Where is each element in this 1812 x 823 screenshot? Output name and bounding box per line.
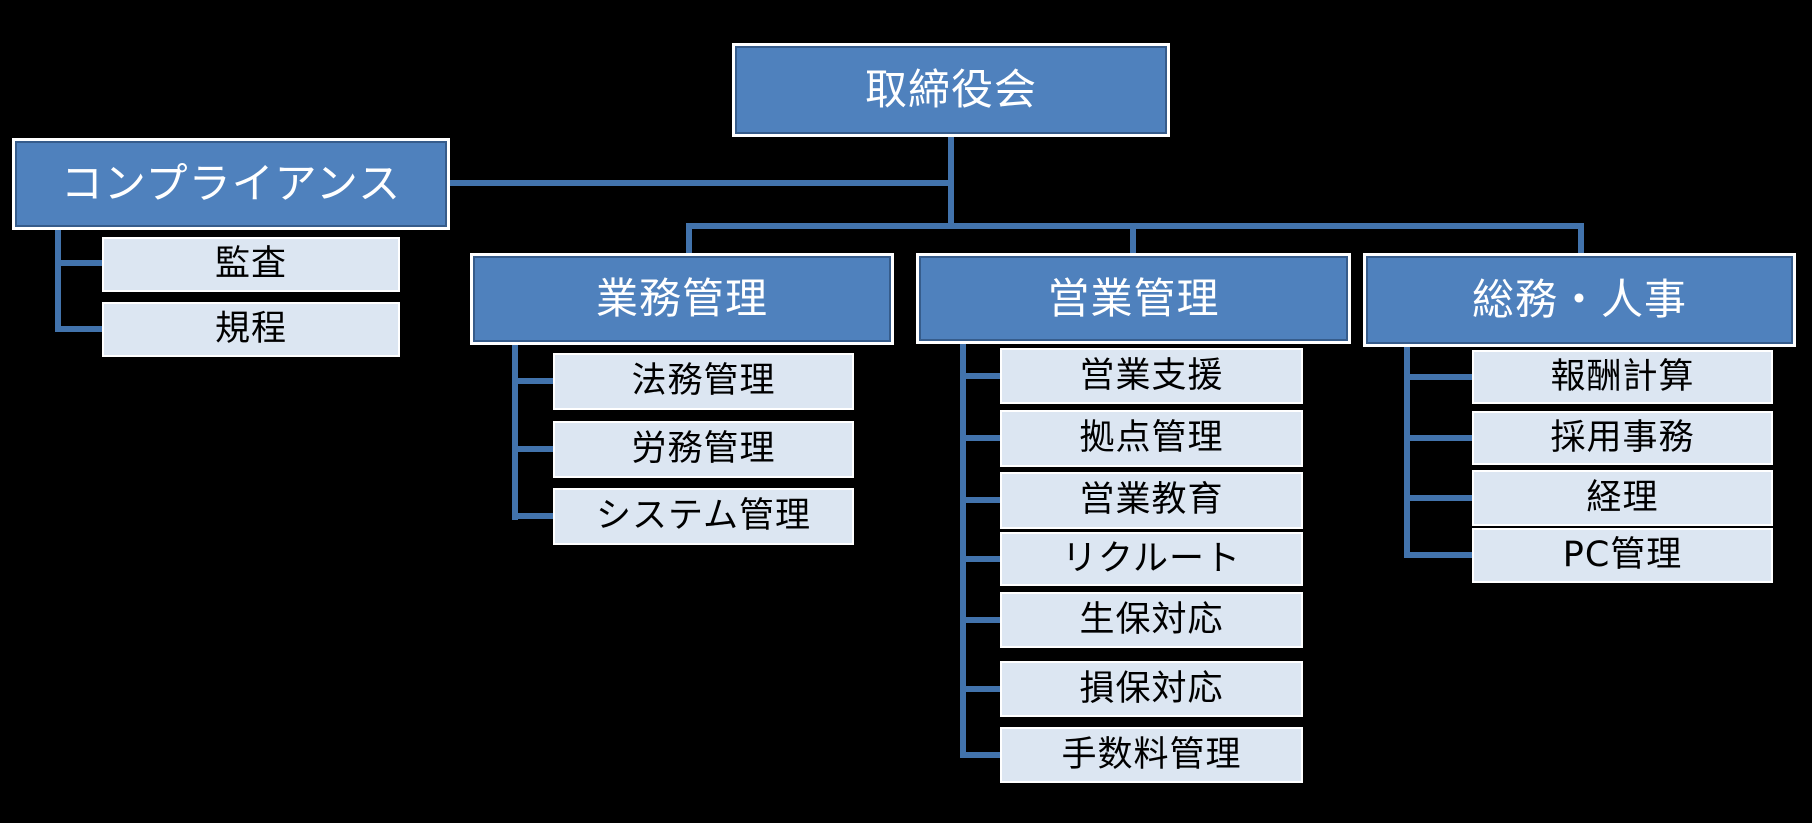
connector-stub-regulations	[55, 326, 102, 332]
node-label: 業務管理	[595, 274, 768, 323]
node-label: 損保対応	[1079, 668, 1224, 709]
node-commission-management: 手数料管理	[1000, 727, 1303, 783]
node-label: 労務管理	[631, 429, 776, 469]
node-audit: 監査	[102, 237, 400, 292]
connector-stub-compensation	[1404, 374, 1472, 380]
connector-compliance-rail	[55, 230, 61, 332]
connector-stub-system-management	[512, 513, 553, 519]
node-sales-support: 営業支援	[1000, 348, 1303, 404]
node-label: 生保対応	[1079, 599, 1224, 640]
connector-stub-life-insurance	[960, 617, 1000, 623]
node-label: 営業支援	[1079, 355, 1224, 396]
connector-stub-labor-management	[512, 446, 553, 452]
node-board-of-directors: 取締役会	[732, 43, 1170, 137]
node-compensation-calculation: 報酬計算	[1472, 350, 1773, 404]
connector-stub-branch-management	[960, 435, 1000, 441]
node-label: 取締役会	[864, 65, 1037, 114]
node-regulations: 規程	[102, 302, 400, 357]
connector-sales-rail	[960, 344, 966, 758]
node-life-insurance-support: 生保対応	[1000, 592, 1303, 648]
node-label: コンプライアンス	[60, 159, 402, 208]
node-label: 規程	[214, 309, 287, 349]
connector-drop-sales-management	[1130, 223, 1136, 255]
node-general-affairs-hr: 総務・人事	[1363, 253, 1796, 347]
node-label: 営業管理	[1047, 273, 1220, 323]
connector-stub-sales-support	[960, 373, 1000, 379]
node-business-management: 業務管理	[470, 253, 894, 345]
connector-stub-legal-management	[512, 378, 553, 384]
node-recruit: リクルート	[1000, 532, 1303, 586]
connector-root-drop	[948, 136, 954, 228]
node-legal-management: 法務管理	[553, 353, 854, 410]
connector-general-affairs-rail	[1404, 347, 1410, 558]
node-recruitment-admin: 採用事務	[1472, 411, 1773, 465]
node-label: PC管理	[1562, 535, 1683, 575]
connector-stub-sales-training	[960, 497, 1000, 503]
connector-stub-audit	[55, 260, 102, 266]
node-label: 監査	[214, 244, 287, 284]
node-label: 経理	[1586, 477, 1659, 518]
node-label: 採用事務	[1550, 417, 1695, 458]
node-label: 手数料管理	[1061, 734, 1242, 775]
node-branch-management: 拠点管理	[1000, 410, 1303, 467]
node-accounting: 経理	[1472, 470, 1773, 526]
node-label: リクルート	[1062, 538, 1241, 579]
connector-drop-general-affairs-hr	[1578, 223, 1584, 255]
node-sales-management: 営業管理	[916, 253, 1351, 344]
connector-stub-accounting	[1404, 495, 1472, 501]
node-label: システム管理	[596, 496, 811, 536]
connector-stub-recruit	[960, 556, 1000, 562]
connector-drop-business-management	[686, 223, 692, 255]
node-label: 営業教育	[1079, 480, 1224, 520]
node-label: 拠点管理	[1079, 418, 1224, 458]
node-system-management: システム管理	[553, 488, 854, 545]
connector-stub-recruitment-admin	[1404, 435, 1472, 441]
node-pc-management: PC管理	[1472, 528, 1773, 583]
node-labor-management: 労務管理	[553, 421, 854, 478]
connector-compliance-line	[448, 180, 951, 186]
node-label: 報酬計算	[1550, 356, 1695, 397]
connector-stub-commission-management	[960, 752, 1000, 758]
connector-business-rail	[512, 345, 518, 520]
node-label: 法務管理	[631, 361, 776, 401]
node-nonlife-insurance-support: 損保対応	[1000, 661, 1303, 717]
connector-stub-pc-management	[1404, 552, 1472, 558]
node-label: 総務・人事	[1471, 275, 1687, 324]
node-sales-training: 営業教育	[1000, 472, 1303, 529]
node-compliance: コンプライアンス	[12, 138, 450, 230]
connector-stub-nonlife-insurance	[960, 686, 1000, 692]
